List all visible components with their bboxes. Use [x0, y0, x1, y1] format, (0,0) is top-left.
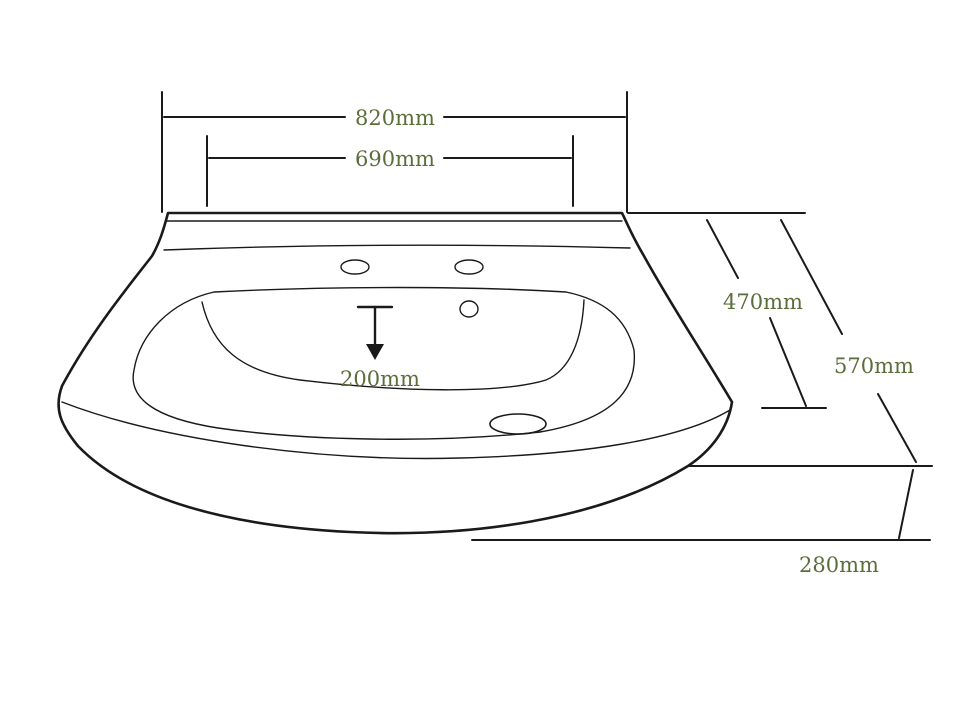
overall-width-label: 820mm: [355, 106, 435, 130]
bowl-projection-label: 470mm: [723, 290, 803, 314]
total-projection-line-upper: [780, 219, 843, 335]
total-projection-line-lower: [877, 393, 917, 463]
rear-height-line: [898, 469, 914, 539]
bowl-projection-line-lower: [769, 317, 807, 407]
bowl-projection-line-upper: [706, 219, 739, 279]
rear-height-label: 280mm: [799, 553, 879, 577]
total-projection-label: 570mm: [834, 354, 914, 378]
overflow-hole: [459, 300, 479, 318]
basin-outer-rim: [132, 286, 636, 440]
sink-deck-edge: [163, 244, 631, 251]
sink-outer-outline: [57, 211, 734, 535]
tap-hole-left: [340, 259, 370, 275]
tap-hole-right: [454, 259, 484, 275]
depth-arrow-head: [366, 344, 384, 360]
basin-inner-bowl: [201, 299, 585, 391]
tap-span-label: 690mm: [355, 147, 435, 171]
sink-rim-curve: [61, 401, 731, 460]
drain-hole: [489, 413, 547, 435]
basin-depth-label: 200mm: [340, 367, 420, 391]
